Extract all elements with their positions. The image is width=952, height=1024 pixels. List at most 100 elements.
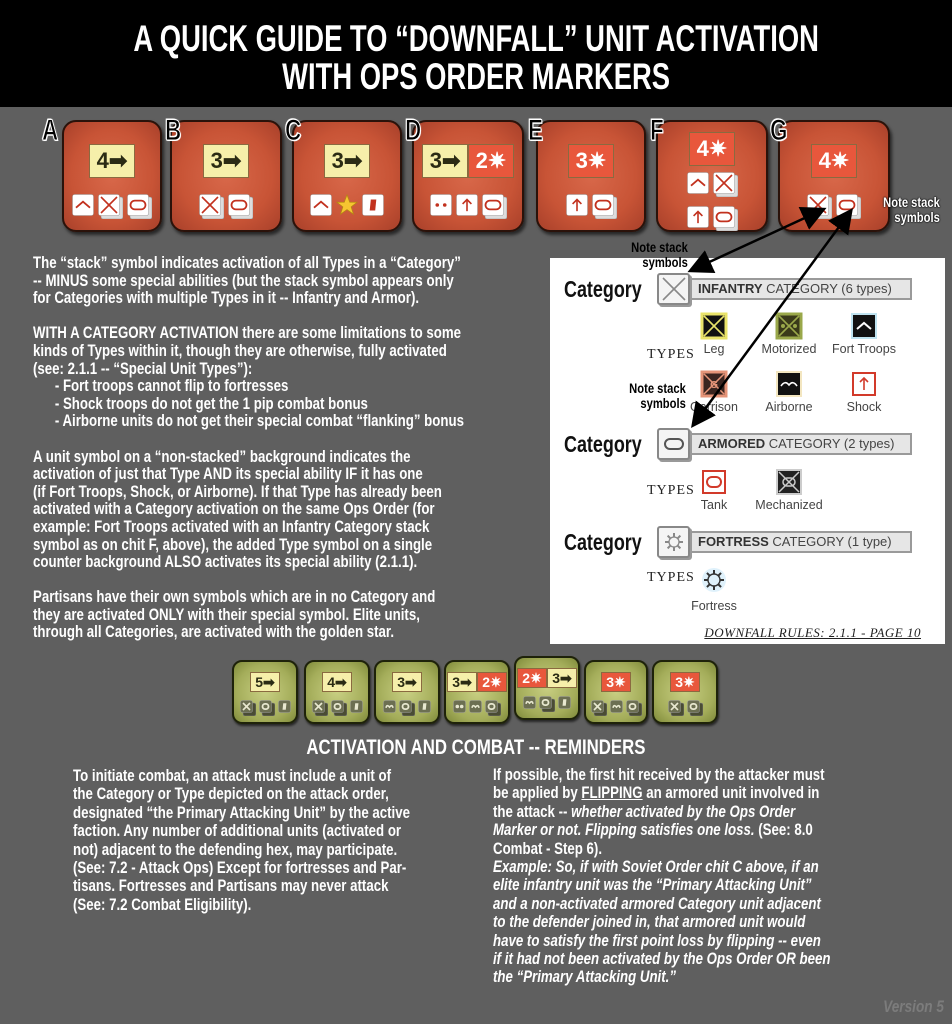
move-order-value: 4➡ [89,144,135,178]
text-line: tisans. Fortresses and Partisans may nev… [73,876,389,896]
text-segment: Example: So, if with Soviet Order chit C… [493,856,819,876]
move-order-value: 3➡ [547,668,577,688]
category-name: FORTRESS [698,534,769,549]
garrison-icon: G [700,370,728,398]
text-line: activated with a Category activation on … [33,499,435,519]
text-line: through all Categories, are activated wi… [33,622,395,642]
order-chit-f: 4✷ [656,120,768,232]
unit-symbols [64,194,160,224]
armor-stack-icon [657,428,690,460]
burst-icon: ✷ [487,148,507,173]
armor-stack-icon [485,700,502,721]
unit-symbols [516,696,578,717]
infantry-stack-icon [199,194,225,224]
category-count: CATEGORY (6 types) [762,281,892,296]
title-line-1: A QUICK GUIDE TO “DOWNFALL” UNIT ACTIVAT… [0,18,952,60]
text-segment: (See: 8.0 [754,820,813,840]
burst-icon: ✷ [683,673,695,690]
order-chit-green: 2✷ 3➡ [514,656,580,720]
text-line: be applied by FLIPPING an armored unit i… [493,784,830,802]
text-line: to the defender joined in, that armored … [493,912,830,932]
reminder-armor-flipping: If possible, the first hit received by t… [493,765,830,987]
shock-icon [565,194,588,224]
order-values: 4✷ [780,144,888,178]
text-line: if it had not been activated by the Ops … [493,949,830,968]
elite-star-icon [335,193,359,221]
note-line: symbols [894,209,940,225]
airborne-icon [523,696,536,717]
title-line-2: WITH OPS ORDER MARKERS [0,56,952,98]
title-text-2: WITH OPS ORDER MARKERS [282,56,670,97]
arrow-icon: ➡ [222,148,242,173]
text-segment: FLIPPING [581,783,643,803]
order-number: 3 [606,674,615,690]
text-segment: Combat - Step 6). [493,838,603,858]
text-segment: an armored unit involved in [642,783,820,803]
burst-icon: ✷ [587,148,607,173]
types-label: TYPES [647,347,695,362]
airborne-icon [383,700,396,721]
unit-symbols [780,194,888,224]
text-line: Marker or not. Flipping satisfies one lo… [493,820,830,840]
order-number: 4 [818,148,831,173]
text-line: the attack -- whether activated by the O… [493,802,830,821]
text-line: have to satisfy the first point loss by … [493,930,830,950]
text-line: (see: 2.1.1 -- “Special Unit Types”): [33,358,253,378]
text-segment: elite infantry unit was the “Primary Att… [493,875,812,895]
order-number: 2 [522,670,531,686]
shock-type-icon [850,370,878,398]
note-line: Note stack [629,380,686,396]
burst-icon: ✷ [614,673,626,690]
fort-troops-icon [686,172,709,202]
order-chit-b: 3➡ [170,120,282,232]
type-label: Shock [846,400,882,414]
assault-order-value: 4✷ [811,144,857,178]
order-values: 3➡ [172,144,280,178]
text-segment: be applied by [493,783,582,803]
text-line: - Airborne units do not get their specia… [54,411,464,431]
assault-order-value: 3✷ [601,672,631,692]
order-chit-green: 3✷ [652,660,718,724]
order-number: 5 [255,674,264,690]
burst-icon: ✷ [830,148,850,173]
text-segment: have to satisfy the first point loss by … [493,930,821,950]
text-segment: If possible, the first hit received by t… [493,765,825,784]
text-segment: Marker or not. Flipping satisfies one lo… [493,820,755,840]
order-number: 4 [696,136,709,161]
order-number: 3 [575,148,588,173]
burst-icon: ✷ [530,669,542,686]
category-banner: INFANTRY CATEGORY (6 types) [690,278,912,300]
chit-letter: A [42,114,59,148]
armor-stack-icon [836,194,862,224]
fort-troops-icon [310,194,332,221]
text-line: A unit symbol on a “non-stacked” backgro… [33,446,411,466]
text-line: If possible, the first hit received by t… [493,765,830,784]
order-chit-green: 3➡2✷ [444,660,510,724]
order-values: 3➡ [294,144,400,178]
order-number: 4 [327,674,336,690]
note-line: Note stack [631,239,688,255]
unit-symbols [306,700,368,721]
text-line [33,307,464,325]
text-line: and a non-activated armored Category uni… [493,893,830,913]
note-line: symbols [642,254,688,270]
order-number: 4 [96,148,109,173]
infantry-stack-icon [712,172,738,202]
order-number: 3 [552,670,560,686]
text-line: activation of just that Type AND its spe… [33,464,423,484]
partisan-icon [558,696,571,717]
type-label: Tank [700,498,728,512]
text-segment: and a non-activated armored Category uni… [493,893,821,913]
mechanized-type-icon [775,468,803,496]
text-line: counter background ALSO activates its sp… [33,552,418,572]
note-line: symbols [640,395,686,411]
text-line: (See: 7.2 Combat Eligibility). [73,894,252,914]
text-segment: to the defender joined in, that armored … [493,912,806,932]
category-label: Category [564,529,642,555]
text-line: for Categories with multiple Types in it… [33,288,420,308]
text-line: -- MINUS some special abilities (but the… [33,270,454,290]
arrow-icon: ➡ [559,669,572,686]
partisan-icon [277,700,291,721]
armor-stack-icon [591,194,617,224]
text-line: To initiate combat, an attack must inclu… [73,766,392,785]
